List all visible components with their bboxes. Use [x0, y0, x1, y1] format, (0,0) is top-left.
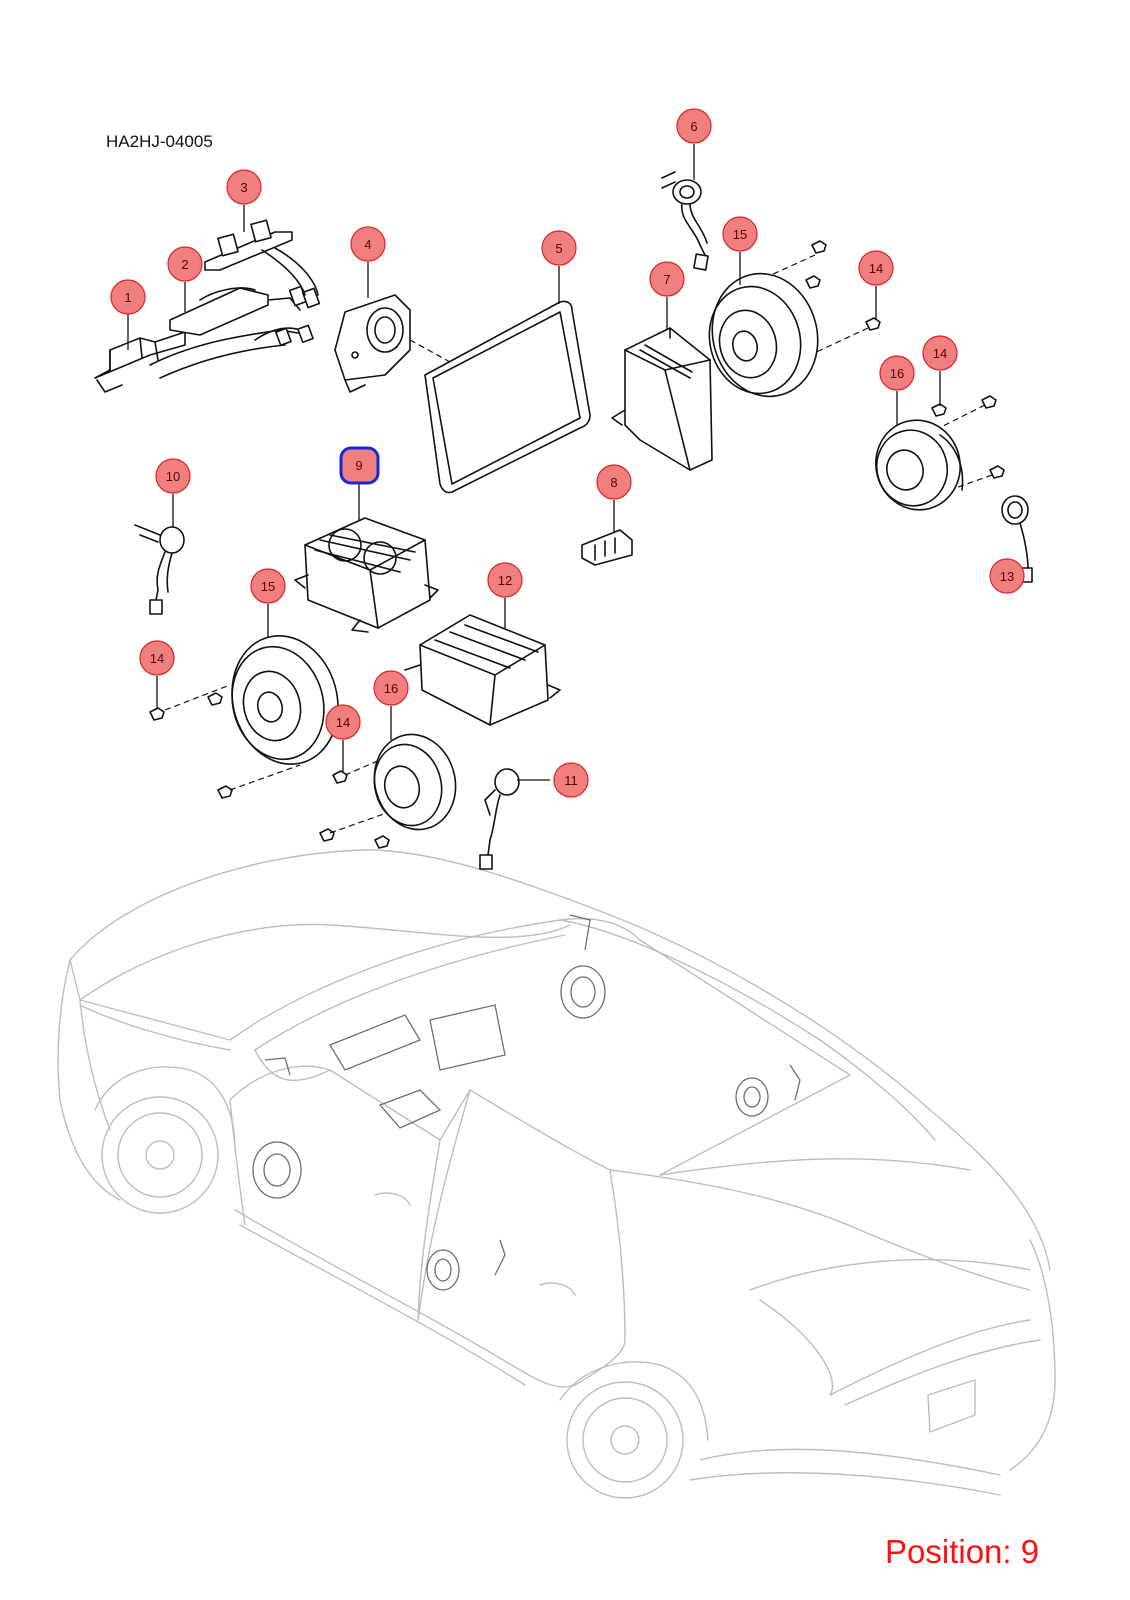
callout-number: 15: [733, 227, 747, 242]
callout-number: 14: [869, 261, 883, 276]
part-6-tweeter-cable: [661, 171, 709, 271]
callout-leaders: [127, 144, 941, 781]
vehicle-installed-components: [252, 914, 801, 1291]
callout-badge: [989, 558, 1025, 594]
callout-number: 8: [610, 475, 617, 490]
callout-badge: [325, 704, 361, 740]
callout-badge: [722, 216, 758, 252]
part-12-amplifier: [404, 614, 561, 726]
diagram-code: HA2HJ-04005: [106, 132, 213, 151]
callout-1[interactable]: 1: [110, 279, 146, 315]
callout-14-d[interactable]: 14: [325, 704, 361, 740]
callout-number: 7: [663, 272, 670, 287]
callout-16-b[interactable]: 16: [373, 670, 409, 706]
part-7-control-module: [611, 327, 713, 471]
callout-badge: [487, 562, 523, 598]
part-9-amplifier: [294, 517, 439, 633]
callout-number: 10: [166, 469, 180, 484]
callout-badge: [649, 261, 685, 297]
callout-13[interactable]: 13: [989, 558, 1025, 594]
callout-3[interactable]: 3: [226, 169, 262, 205]
part-15-woofer-speaker-upper: [708, 272, 819, 398]
callout-number: 14: [150, 651, 164, 666]
callout-9[interactable]: 9: [339, 446, 380, 485]
callout-number: 14: [933, 346, 947, 361]
callout-number: 16: [384, 681, 398, 696]
callout-4[interactable]: 4: [350, 226, 386, 262]
callout-badge: [541, 230, 577, 266]
callout-2[interactable]: 2: [167, 246, 203, 282]
callout-badge: [373, 670, 409, 706]
callout-number: 2: [181, 257, 188, 272]
vehicle-outline: [57, 849, 1056, 1499]
callout-11[interactable]: 11: [553, 762, 589, 798]
callout-badge: [110, 279, 146, 315]
callout-badge: [167, 246, 203, 282]
callout-badge-highlighted: [339, 446, 380, 485]
callout-badge: [155, 458, 191, 494]
callout-14-a[interactable]: 14: [858, 250, 894, 286]
callout-10[interactable]: 10: [155, 458, 191, 494]
part-16-mid-speaker-upper: [874, 419, 964, 511]
part-5-display: [424, 300, 591, 494]
part-10-tweeter-cable: [134, 524, 185, 615]
callout-badge: [553, 762, 589, 798]
callout-number: 1: [124, 290, 131, 305]
part-11-tweeter-cable: [479, 768, 520, 870]
callout-badge: [922, 335, 958, 371]
callout-number: 9: [355, 458, 362, 473]
callout-number: 13: [1000, 569, 1014, 584]
callout-number: 15: [261, 579, 275, 594]
callout-15-b[interactable]: 15: [250, 568, 286, 604]
callout-number: 3: [240, 180, 247, 195]
part-4-speaker-bracket: [334, 294, 411, 393]
callout-14-b[interactable]: 14: [922, 335, 958, 371]
callout-badge: [676, 108, 712, 144]
callout-badge: [858, 250, 894, 286]
callout-number: 14: [336, 715, 350, 730]
part-16-mid-speaker-lower: [373, 733, 457, 831]
callout-number: 12: [498, 573, 512, 588]
callout-12[interactable]: 12: [487, 562, 523, 598]
callout-number: 5: [555, 241, 562, 256]
part-3-connector-bracket: [204, 219, 319, 296]
callout-number: 4: [364, 237, 371, 252]
callout-5[interactable]: 5: [541, 230, 577, 266]
callout-14-c[interactable]: 14: [139, 640, 175, 676]
callout-badge: [226, 169, 262, 205]
callout-badge: [596, 464, 632, 500]
part-8-connector: [581, 529, 633, 566]
callout-6[interactable]: 6: [676, 108, 712, 144]
callout-16-a[interactable]: 16: [879, 355, 915, 391]
part-15-woofer-speaker-lower: [231, 634, 339, 766]
callout-8[interactable]: 8: [596, 464, 632, 500]
callout-number: 16: [890, 366, 904, 381]
callout-badge: [250, 568, 286, 604]
callout-badge: [879, 355, 915, 391]
callout-number: 11: [564, 773, 578, 788]
part-14-screws: [149, 240, 1005, 849]
callout-15-a[interactable]: 15: [722, 216, 758, 252]
callout-7[interactable]: 7: [649, 261, 685, 297]
callout-badge: [139, 640, 175, 676]
callout-badge: [350, 226, 386, 262]
position-indicator: Position: 9: [885, 1533, 1040, 1570]
part-2-module-harness: [169, 285, 321, 347]
callout-number: 6: [690, 119, 697, 134]
